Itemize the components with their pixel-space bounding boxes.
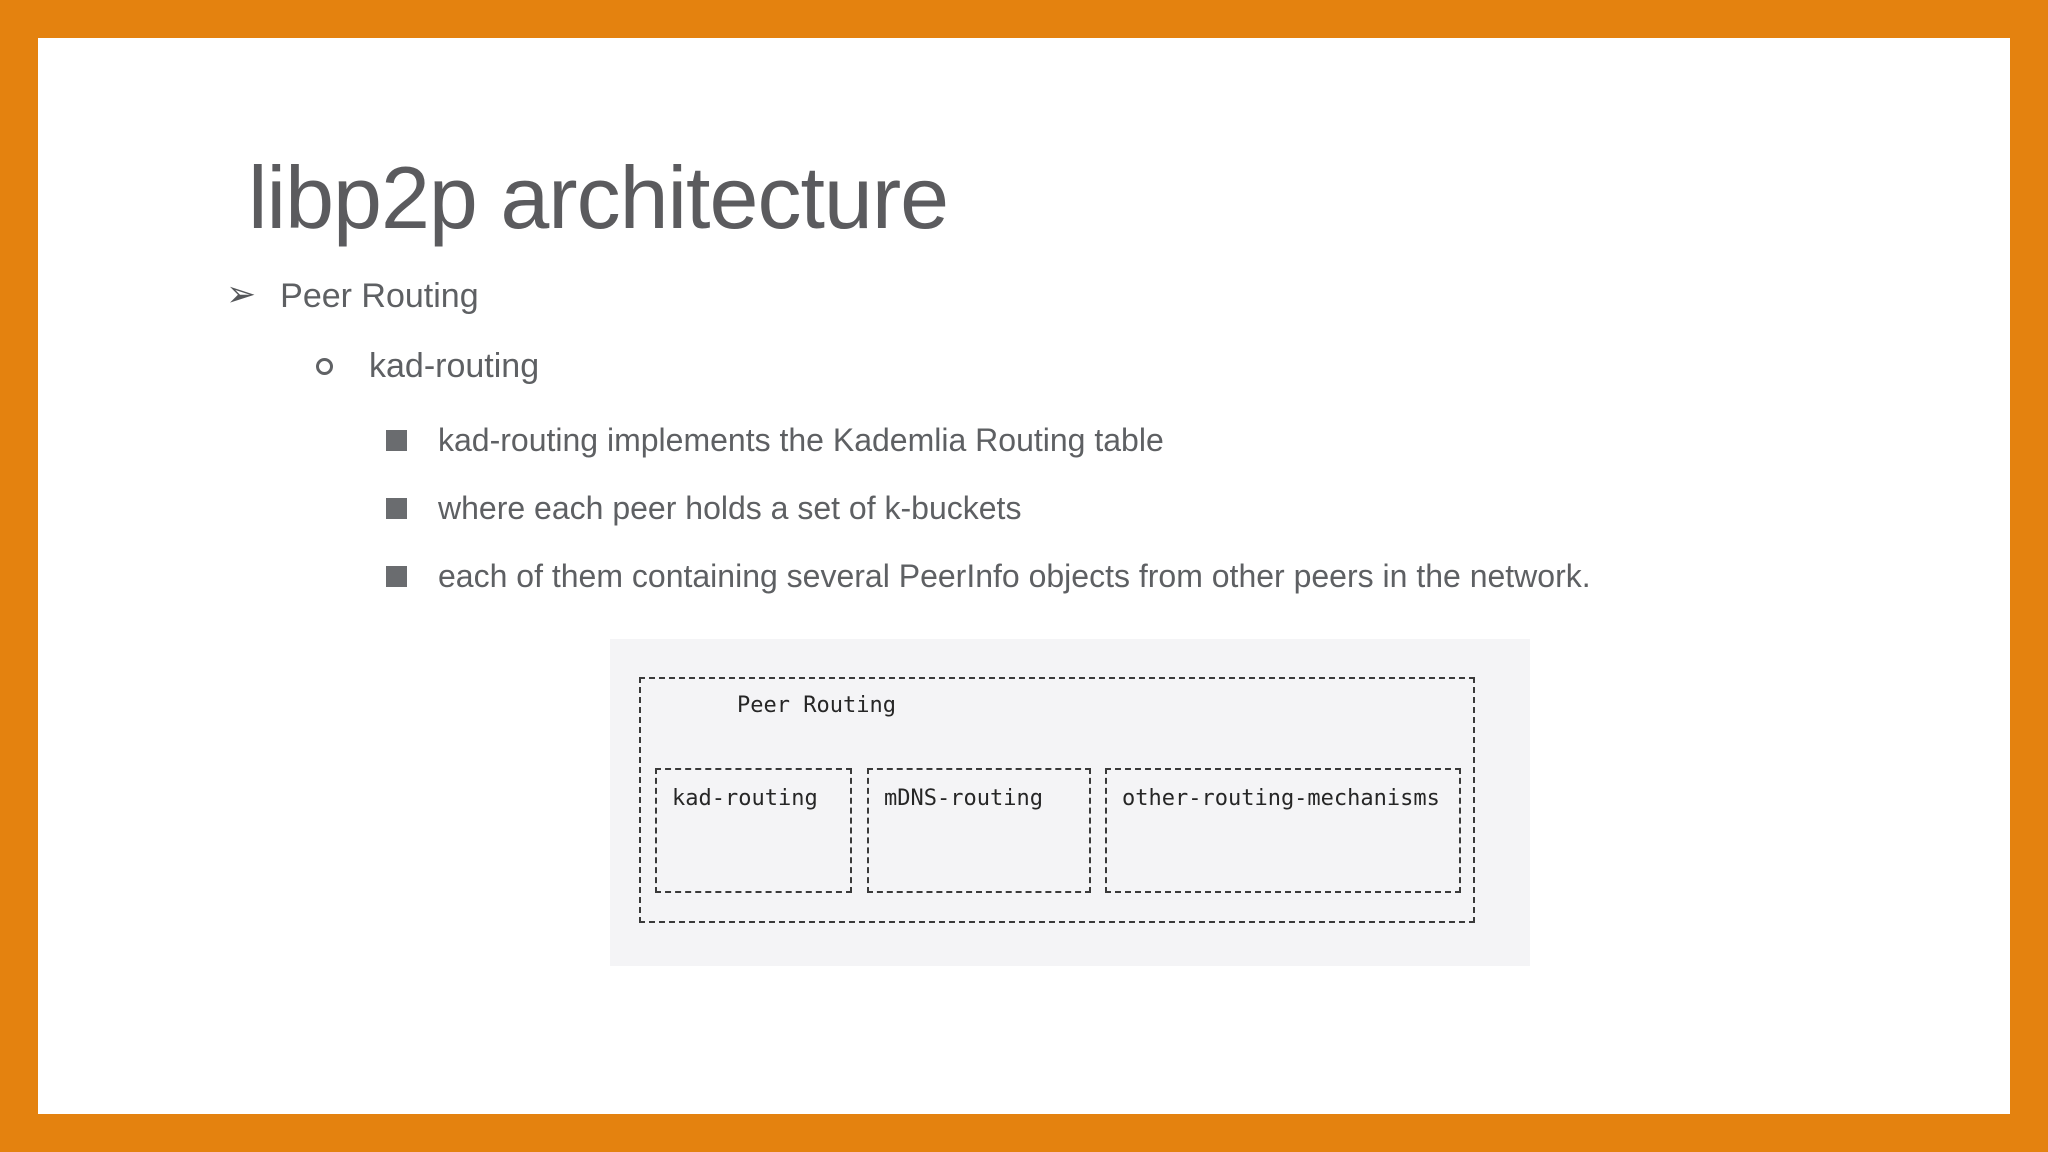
bullet-level1-label: Peer Routing <box>280 276 479 315</box>
kad-routing-box: kad-routing <box>655 768 852 893</box>
circle-bullet-icon <box>316 357 333 375</box>
other-routing-mechanisms-box: other-routing-mechanisms <box>1105 768 1461 893</box>
bullet-level2-label: kad-routing <box>369 346 540 385</box>
bullet-level3-row: kad-routing implements the Kademlia Rout… <box>386 404 1164 476</box>
bullet-level3-label: kad-routing implements the Kademlia Rout… <box>438 421 1164 458</box>
slide-canvas: libp2p architecture ➢ Peer Routing kad-r… <box>38 38 2010 1114</box>
architecture-diagram: Peer Routing kad-routing mDNS-routing ot… <box>610 639 1530 966</box>
other-routing-mechanisms-box-label: other-routing-mechanisms <box>1122 786 1440 811</box>
bullet-level1-row: ➢ Peer Routing <box>226 260 479 332</box>
bullet-level3-label: each of them containing several PeerInfo… <box>438 557 1591 594</box>
bullet-level3-row: each of them containing several PeerInfo… <box>386 540 1591 612</box>
mdns-routing-box: mDNS-routing <box>867 768 1091 893</box>
arrow-bullet-icon: ➢ <box>226 273 257 314</box>
mdns-routing-box-label: mDNS-routing <box>884 786 1043 811</box>
square-bullet-icon <box>386 497 407 519</box>
square-bullet-icon <box>386 429 407 451</box>
kad-routing-box-label: kad-routing <box>672 786 818 811</box>
peer-routing-container-box: Peer Routing kad-routing mDNS-routing ot… <box>639 677 1475 923</box>
bullet-level3-label: where each peer holds a set of k-buckets <box>438 489 1022 526</box>
peer-routing-container-label: Peer Routing <box>737 693 896 718</box>
bullet-level2-row: kad-routing <box>306 330 539 402</box>
bullet-level3-row: where each peer holds a set of k-buckets <box>386 472 1021 544</box>
slide-title: libp2p architecture <box>248 148 949 247</box>
square-bullet-icon <box>386 565 407 587</box>
